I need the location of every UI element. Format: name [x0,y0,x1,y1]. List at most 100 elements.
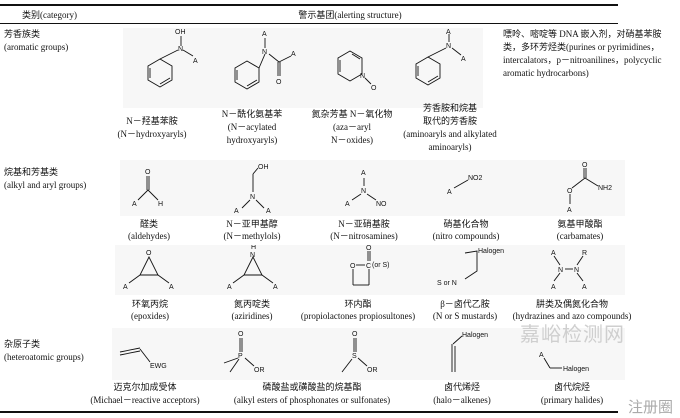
label-carbamates-zh: 氨基甲酸酯 [557,219,603,229]
svg-text:A: A [234,208,239,215]
primary-halide-structure: A Halogen [539,352,589,373]
n-nitrosamine-structure: A N A NO [345,170,387,208]
label-propiolactones-zh: 环内酯 [344,299,372,309]
label-aldehydes-zh: 醛类 [139,219,159,229]
label-aziridines-en: (aziridines) [231,311,273,321]
svg-text:N: N [250,194,255,201]
label-aminoaryls-zh: 芳香胺和烷基 [422,103,478,113]
label-hydrazines-zh: 肼类及偶氮化合物 [535,299,609,309]
svg-text:A: A [551,250,556,257]
aza-aryl-n-oxide-structure: NO [337,50,377,92]
svg-text:A: A [539,352,544,359]
svg-text:Halogen: Halogen [462,332,488,339]
svg-text:A: A [291,51,296,58]
label-n-acylated-zh: N－酰化氨基苯 [221,109,283,119]
label-aza-aryl-en: (aza－aryl [333,122,371,132]
label-n-methylols-zh: N－亚甲基醇 [226,219,278,229]
svg-text:A: A [582,284,587,291]
label-epoxides-en: (epoxides) [131,311,169,321]
watermark: 嘉峪检测网 [520,322,625,346]
svg-text:A: A [461,56,466,63]
svg-text:S: S [352,353,357,360]
svg-text:A: A [447,189,452,196]
svg-text:O: O [567,188,573,195]
svg-text:A: A [345,201,350,208]
svg-text:N: N [361,188,366,195]
svg-text:O: O [371,85,377,92]
aminoaryl-structure: ANA [415,29,466,86]
hydrazine-structure: A R N N A A [551,250,587,291]
section-alkyl-en: (alkyl and aryl groups) [4,180,87,190]
label-nitro-zh: 硝基化合物 [443,219,489,229]
label-primary-halides-en: (primary halides) [540,395,604,405]
label-hydrazines-en: (hydrazines and azo compounds) [512,311,632,321]
svg-text:A: A [193,58,198,65]
svg-text:A: A [551,284,556,291]
section-hetero-en: (heteroatomic groups) [4,352,84,362]
svg-text:EWG: EWG [150,363,167,370]
label-michael-zh: 迈克尔加成受体 [113,382,177,392]
label-aziridines-zh: 氮丙啶类 [233,299,271,309]
header-alerting-structure: 警示基团(alerting structure) [298,10,402,20]
svg-text:N: N [558,267,563,274]
svg-text:A: A [227,284,232,291]
bottom-rule [0,411,618,413]
label-mustards-en: (N or S mustards) [432,311,498,321]
label-n-nitrosamines-zh: N－亚硝基胺 [338,219,390,229]
svg-text:A: A [262,31,267,38]
top-rule [0,4,618,6]
svg-text:N: N [574,267,579,274]
watermark-sub: 注册圈 [628,398,674,416]
svg-text:R: R [582,250,587,257]
svg-text:O: O [145,169,151,176]
svg-text:N: N [446,43,451,50]
svg-text:A: A [132,201,137,208]
aldehyde-structure: O A H [132,169,163,208]
svg-text:A: A [273,284,278,291]
label-n-nitrosamines-en: (N－nitrosamines) [330,231,398,241]
svg-text:A: A [169,284,174,291]
svg-text:H: H [251,245,256,251]
label-n-acylated-en: (N－acylated [227,122,277,132]
svg-text:(or S): (or S) [372,262,390,269]
label-carbamates-en: (carbamates) [556,231,604,241]
svg-text:A: A [361,170,366,177]
svg-text:O: O [276,79,282,86]
svg-text:NH2: NH2 [598,185,612,192]
section-alkyl-zh: 烷基和芳基类 [4,167,59,177]
header-category: 类别(category) [22,10,77,20]
svg-text:P: P [238,353,243,360]
label-haloalkenes-zh: 卤代烯烃 [443,382,481,392]
label-mustards-zh: β－卤代乙胺 [440,299,490,309]
label-michael-en: (Michael－reactive acceptors) [90,395,200,405]
label-n-hydroxyaryls-zh: N－羟基苯胺 [126,116,178,126]
svg-text:NO: NO [376,201,387,208]
svg-text:Halogen: Halogen [478,248,504,255]
section-aromatic-zh: 芳香族类 [4,29,41,39]
label-aldehydes-en: (aldehydes) [128,231,170,241]
label-n-acylated-en2: hydroxyaryls) [226,135,278,145]
label-haloalkenes-en: (halo－alkenes) [433,395,491,405]
svg-text:OH: OH [258,164,269,171]
label-alkyl-esters-zh: 磷酸盐或磺酸盐的烷基酯 [262,382,362,392]
svg-text:Halogen: Halogen [563,366,589,373]
label-primary-halides-zh: 卤代烷烃 [553,382,591,392]
svg-text:H: H [158,201,163,208]
svg-text:N: N [178,46,183,53]
section-hetero-zh: 杂原子类 [4,339,41,349]
haloalkene-structure: Halogen [451,332,488,372]
label-aza-aryl-en2: N－oxides) [331,135,373,145]
